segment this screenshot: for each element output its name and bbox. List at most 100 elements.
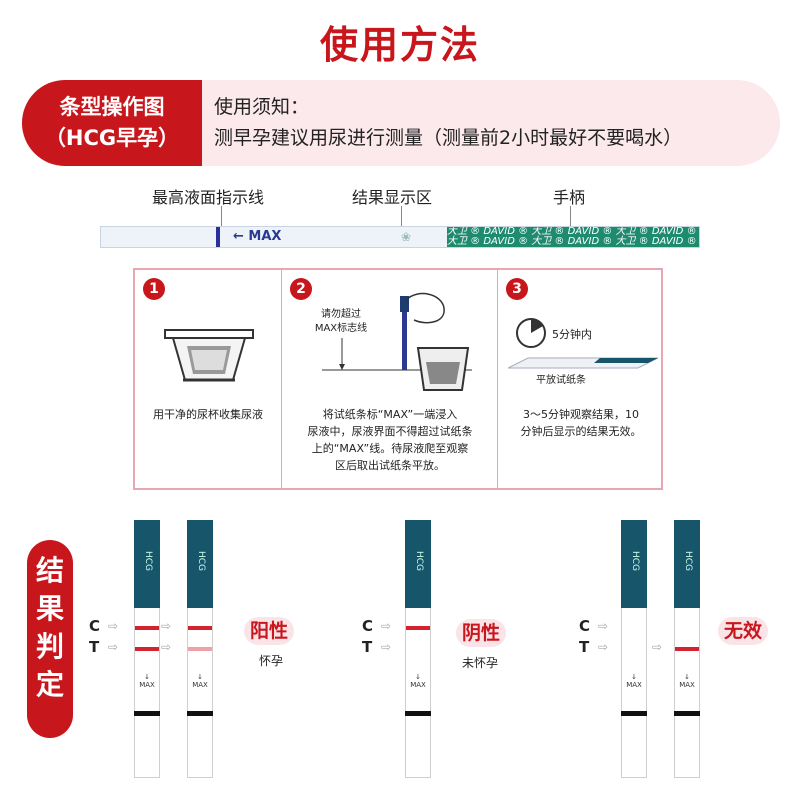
hcg-label: HCG	[196, 550, 207, 572]
label-handle-pointer	[570, 206, 571, 226]
t-arrow-icon: ⇨	[652, 640, 663, 654]
t-arrow-icon: ⇨	[108, 640, 119, 654]
result-zone-icon: ❀	[401, 230, 412, 244]
label-max-line: 最高液面指示线	[152, 188, 265, 207]
max-text: MAX	[192, 681, 208, 689]
timer-icon	[516, 318, 546, 348]
max-bar	[134, 711, 160, 716]
t-line	[675, 647, 699, 651]
urine-cup-icon	[164, 329, 254, 382]
hcg-label: HCG	[414, 550, 425, 572]
step-3-line1: 3～5分钟观察结果，10	[523, 408, 639, 421]
c-arrow-icon: ⇨	[598, 619, 609, 633]
strip-head: HCG	[187, 520, 213, 608]
max-arrow-icon: ↓	[631, 673, 637, 681]
strip-head: HCG	[134, 520, 160, 608]
notice-tag: 条型操作图 （HCG早孕）	[22, 80, 202, 166]
c-arrow-icon: ⇨	[381, 619, 392, 633]
step-2-text: 将试纸条标“MAX”一端浸入 尿液中，尿液界面不得超过试纸条 上的“MAX”线。…	[286, 406, 494, 474]
max-mark: ← MAX	[233, 229, 282, 244]
max-indicator	[216, 227, 220, 247]
step-number: 1	[143, 278, 165, 300]
max-mark: ↓MAX	[136, 673, 158, 689]
max-arrow-icon: ↓	[415, 673, 421, 681]
flat-label: 平放试纸条	[536, 375, 586, 386]
result-strip-negative: HCG ↓MAX	[405, 520, 431, 778]
t-line	[135, 647, 159, 651]
step-2-line2: 尿液中，尿液界面不得超过试纸条	[307, 425, 473, 438]
test-strip-diagram: ← MAX ❀ 大卫 ® DAVID ® 大卫 ® DAVID ® 大卫 ® D…	[100, 226, 700, 248]
max-arrow-icon: ↓	[684, 673, 690, 681]
annotation-line2: MAX标志线	[314, 323, 368, 334]
c-line	[406, 626, 430, 630]
step-2-annotation: 请勿超过 MAX标志线	[296, 308, 386, 336]
result-strip-positive-2: HCG ↓MAX	[187, 520, 213, 778]
brand-row-1: 大卫 ® DAVID ® 大卫 ® DAVID ® 大卫 ® DAVID ® 大…	[447, 227, 699, 237]
c-label: C	[89, 617, 101, 635]
step-3-text: 3～5分钟观察结果，10 分钟后显示的结果无效。	[498, 406, 664, 440]
c-line	[135, 626, 159, 630]
t-arrow-icon: ⇨	[381, 640, 392, 654]
result-strip-invalid-2: HCG ↓MAX	[674, 520, 700, 778]
hcg-label: HCG	[630, 550, 641, 572]
max-text: MAX	[679, 681, 695, 689]
result-tag-char: 判	[35, 630, 64, 663]
brand-row-2: 大卫 ® DAVID ® 大卫 ® DAVID ® 大卫 ® DAVID ® 大…	[447, 236, 699, 247]
page-title: 使用方法	[319, 23, 480, 67]
label-result-zone: 结果显示区	[352, 188, 433, 207]
result-tag-char: 结	[35, 554, 64, 587]
step-2-line1: 将试纸条标“MAX”一端浸入	[322, 408, 458, 421]
notice-text: 使用须知： 测早孕建议用尿进行测量（测量前2小时最好不要喝水）	[214, 92, 682, 154]
max-mark: ↓MAX	[623, 673, 645, 689]
verdict-negative-sub: 未怀孕	[462, 656, 499, 670]
notice-tag-line2: （HCG早孕）	[44, 126, 180, 150]
steps-panel: 1 用干净的尿杯收集尿液 2 请勿超过 MAX标志线 将试纸条标“MAX”一端	[133, 268, 663, 490]
max-mark: ↓MAX	[189, 673, 211, 689]
strip-handle: 大卫 ® DAVID ® 大卫 ® DAVID ® 大卫 ® DAVID ® 大…	[447, 227, 699, 247]
notice-line2: 测早孕建议用尿进行测量（测量前2小时最好不要喝水）	[214, 127, 683, 149]
annotation-line1: 请勿超过	[321, 309, 361, 320]
step-number: 3	[506, 278, 528, 300]
verdict-positive: 阳性	[244, 617, 295, 645]
verdict-invalid: 无效	[718, 617, 769, 645]
t-label: T	[362, 638, 373, 656]
c-label: C	[579, 617, 591, 635]
t-line	[188, 647, 212, 651]
t-arrow-icon: ⇨	[598, 640, 609, 654]
result-tag-char: 定	[35, 668, 64, 701]
step-2-line3: 上的“MAX”线。待尿液爬至观察	[311, 442, 469, 455]
label-handle: 手柄	[553, 188, 586, 207]
hcg-label: HCG	[143, 550, 154, 572]
max-bar	[674, 711, 700, 716]
max-arrow-icon: ↓	[144, 673, 150, 681]
max-bar	[187, 711, 213, 716]
result-tag: 结 果 判 定	[27, 540, 73, 738]
notice-line1: 使用须知：	[214, 96, 310, 118]
notice-tag-line1: 条型操作图	[59, 95, 165, 119]
step-number: 2	[290, 278, 312, 300]
t-label: T	[89, 638, 100, 656]
label-max-pointer	[221, 206, 222, 226]
result-tag-char: 果	[35, 592, 64, 625]
verdict-negative: 阴性	[456, 619, 507, 647]
step-1-text: 用干净的尿杯收集尿液	[153, 408, 263, 421]
label-result-pointer	[401, 206, 402, 226]
max-mark: ↓MAX	[676, 673, 698, 689]
max-text: MAX	[139, 681, 155, 689]
flat-strip-icon	[508, 357, 658, 369]
step-2-line4: 区后取出试纸条平放。	[335, 459, 445, 472]
c-label: C	[362, 617, 374, 635]
max-text: MAX	[626, 681, 642, 689]
result-strip-positive-1: HCG ↓MAX	[134, 520, 160, 778]
c-arrow-icon: ⇨	[161, 619, 172, 633]
max-mark: ↓MAX	[407, 673, 429, 689]
timer-label: 5分钟内	[552, 328, 592, 341]
max-text: MAX	[410, 681, 426, 689]
c-arrow-icon: ⇨	[108, 619, 119, 633]
result-strip-invalid-1: HCG ↓MAX	[621, 520, 647, 778]
t-label: T	[579, 638, 590, 656]
strip-head: HCG	[674, 520, 700, 608]
step-3: 3 5分钟内 平放试纸条 3～5分钟观察结果，10 分钟后显示的结果无效。	[497, 270, 663, 488]
max-bar	[621, 711, 647, 716]
strip-head: HCG	[405, 520, 431, 608]
